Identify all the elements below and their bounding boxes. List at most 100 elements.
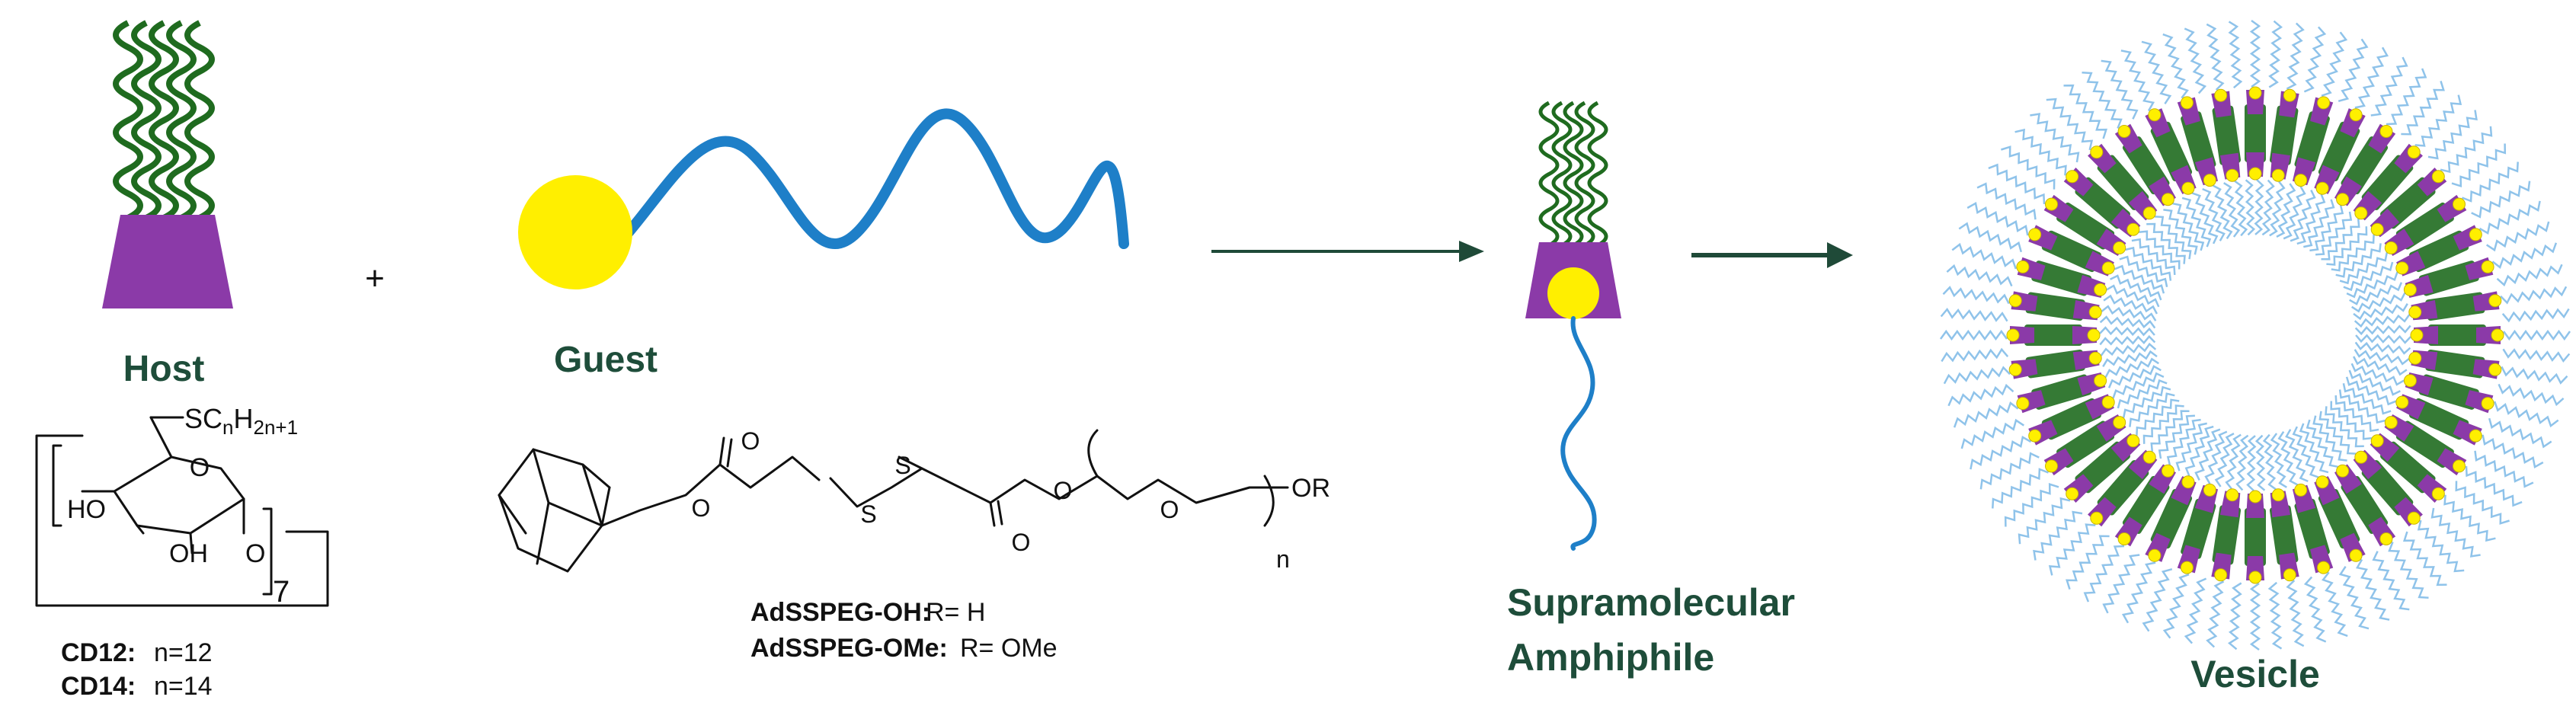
vesicle-outer-peg-tail [2430, 507, 2481, 558]
vesicle-inner-peg-tail [2234, 180, 2248, 237]
alkyl-chain [1551, 101, 1573, 248]
vesicle-outer-head [2066, 487, 2079, 500]
host-structure: SCnH2n+1 O HO OH O 7 [35, 403, 329, 609]
vesicle-alkyl-block [2212, 105, 2242, 165]
vesicle-outer-peg-tail [1988, 163, 2046, 205]
vesicle-outer-head [2090, 145, 2104, 159]
vesicle-inner-head [2226, 488, 2239, 502]
alkyl-chain [113, 20, 143, 221]
plus-sign: + [365, 260, 385, 297]
vesicle-alkyl-block [2318, 489, 2360, 549]
guest-ester-o4: O [1054, 477, 1073, 504]
vesicle-alkyl-block [2041, 230, 2101, 273]
vesicle-outer-peg-tail [2303, 26, 2327, 93]
vesicle-inner-peg-tail [2223, 182, 2241, 238]
vesicle-inner-peg-tail [2342, 383, 2392, 415]
vesicle-alkyl-block [2097, 460, 2149, 516]
vesicle-outer-head [2349, 108, 2363, 122]
vesicle-alkyl-block [2409, 398, 2469, 440]
amphiphile-label-line2: Amphiphile [1507, 636, 1714, 679]
vesicle-inner-head [2088, 351, 2102, 365]
vesicle-inner-head [2271, 488, 2285, 502]
vesicle-outer-peg-tail [2249, 19, 2261, 88]
vesicle-inner-peg-tail [2172, 202, 2205, 251]
vesicle-inner-peg-tail [2283, 186, 2306, 240]
vesicle-inner-head [2226, 168, 2239, 182]
host-link-oxygen: O [245, 539, 265, 568]
vesicle-alkyl-block [2361, 460, 2414, 516]
vesicle-outer-head [2148, 548, 2162, 562]
vesicle-inner-peg-tail [2353, 303, 2408, 321]
vesicle-inner-head [2161, 193, 2174, 206]
vesicle-inner-peg-tail [2321, 219, 2360, 261]
vesicle-inner-peg-tail [2181, 197, 2212, 248]
vesicle-outer-peg-tail [2048, 523, 2096, 576]
vesicle-inner-peg-tail [2191, 192, 2219, 245]
vesicle-inner-peg-tail [2331, 234, 2375, 272]
vesicle-outer-peg-tail [2491, 242, 2558, 269]
vesicle-outer-peg-tail [2030, 113, 2080, 163]
vesicle-inner-head [2161, 464, 2174, 478]
vesicle-outer-peg-tail [2414, 94, 2462, 147]
vesicle-inner-peg-tail [2285, 429, 2309, 483]
vesicle-inner-peg-tail [2296, 193, 2326, 245]
vesicle-label: Vesicle [2190, 653, 2320, 695]
host-cartoon [102, 20, 233, 308]
vesicle-alkyl-block [2212, 505, 2242, 565]
vesicle-inner-peg-tail [2125, 246, 2172, 281]
vesicle-outer-peg-tail [1946, 264, 2013, 287]
vesicle-inner-peg-tail [2166, 418, 2201, 465]
vesicle-inner-peg-tail [2355, 334, 2411, 344]
vesicle-inner-peg-tail [2139, 230, 2181, 270]
vesicle-inner-head [2088, 305, 2102, 319]
vesicle-inner-head [2248, 167, 2262, 181]
vesicle-outer-head [2469, 429, 2482, 443]
vesicle-inner-peg-tail [2276, 183, 2296, 238]
vesicle-outer-peg-tail [1976, 182, 2037, 220]
vesicle-outer-peg-tail [1943, 366, 2011, 385]
vesicle-inner-head [2395, 261, 2409, 275]
vesicle-inner-peg-tail [2235, 434, 2249, 491]
vesicle-outer-head [2028, 228, 2042, 241]
vesicle-alkyl-block [2294, 498, 2330, 559]
vesicle-inner-head [2248, 490, 2262, 503]
vesicle-inner-peg-tail [2303, 199, 2335, 248]
alkyl-chain [149, 20, 179, 221]
vesicle-inner-peg-tail [2099, 315, 2156, 329]
vesicle-outer-peg-tail [2478, 200, 2541, 235]
vesicle-inner-head [2094, 374, 2107, 388]
vesicle-alkyl-block [2245, 104, 2266, 162]
vesicle-inner-peg-tail [2204, 430, 2228, 484]
vesicle-outer-peg-tail [2451, 143, 2507, 188]
vesicle-inner-peg-tail [2292, 426, 2319, 478]
guest-structure: O O S S O O O OR n [498, 427, 1330, 573]
vesicle-alkyl-block [2380, 177, 2436, 229]
cd14-value: n=14 [154, 672, 213, 701]
vesicle-alkyl-block [2425, 349, 2485, 379]
vesicle-alkyl-block [2041, 398, 2101, 440]
host-ring-oxygen: O [190, 453, 210, 482]
vesicle-inner-head [2354, 206, 2368, 220]
vesicle-outer-peg-tail [1960, 418, 2024, 449]
vesicle-outer-peg-tail [1958, 222, 2023, 253]
vesicle-inner-head [2087, 328, 2101, 342]
vesicle-outer-peg-tail [2443, 494, 2496, 542]
guest-variant-oh-name: AdSSPEG-OH: [750, 598, 930, 627]
vesicle-alkyl-block [2025, 292, 2085, 321]
vesicle-outer-head [2379, 125, 2393, 138]
vesicle-alkyl-block [2409, 230, 2469, 273]
guest-carbonyl-o2: O [741, 427, 760, 455]
host-oh-label: OH [169, 539, 208, 568]
vesicle-outer-peg-tail [2498, 383, 2565, 407]
vesicle-inner-head [2101, 395, 2115, 409]
vesicle-outer-peg-tail [2502, 329, 2571, 341]
vesicle-inner-peg-tail [2099, 334, 2156, 346]
vesicle-inner-head [2336, 464, 2350, 478]
vesicle-outer-peg-tail [2455, 481, 2510, 525]
vesicle-inner-peg-tail [2102, 350, 2158, 367]
vesicle-inner-peg-tail [2136, 398, 2180, 436]
arrow-amphiphile-to-vesicle [1691, 242, 1853, 268]
vesicle-alkyl-block [2418, 261, 2479, 296]
vesicle-outer-peg-tail [2338, 38, 2369, 103]
vesicle-inner-peg-tail [2154, 216, 2192, 260]
